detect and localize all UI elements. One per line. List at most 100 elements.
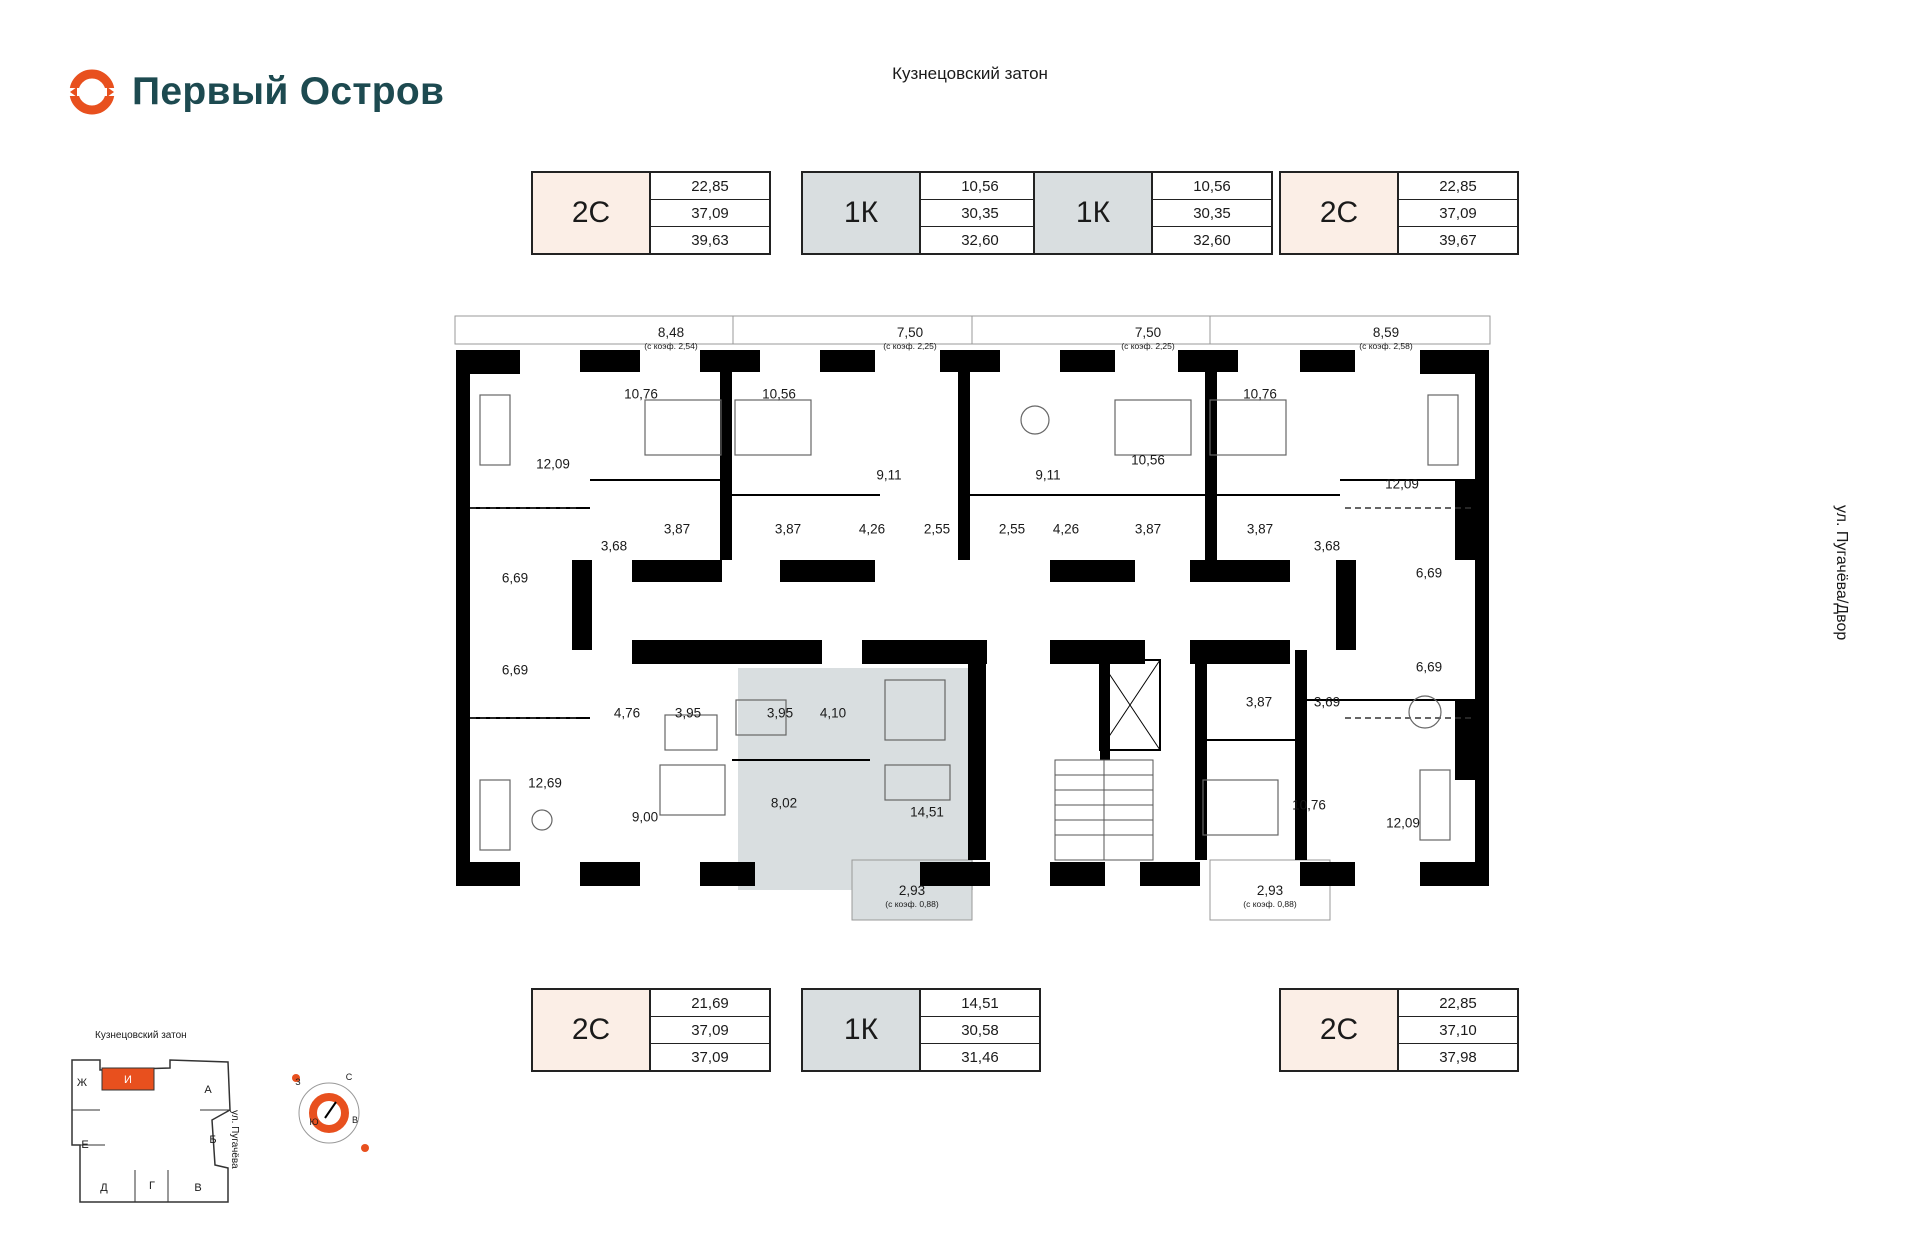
room-area: 10,76: [624, 386, 658, 402]
apartment-type: 2С: [533, 173, 651, 253]
key-plan: [71, 1059, 231, 1203]
key-section: А: [204, 1084, 212, 1096]
area-with-balcony: 32,60: [961, 231, 999, 249]
room-area: 6,69: [501, 662, 529, 678]
room-area: 3,69: [1313, 694, 1341, 710]
elevator-shaft: [1099, 659, 1161, 751]
balcony-area: 8,48: [657, 325, 685, 340]
key-section-active: И: [124, 1074, 132, 1086]
brand-ring-icon: [66, 69, 118, 115]
room-area: 3,68: [600, 538, 628, 554]
room-area: 2,55: [998, 521, 1026, 537]
area-with-balcony: 39,67: [1439, 231, 1477, 249]
area-with-balcony: 37,98: [1439, 1048, 1477, 1066]
total-area: 37,09: [1399, 200, 1517, 227]
room-area: 12,09: [1385, 476, 1419, 492]
balcony-area: 2,93: [898, 883, 926, 898]
room-area: 14,51: [910, 804, 944, 820]
room-area: 10,76: [1292, 797, 1326, 813]
living-area: 10,56: [921, 173, 1039, 200]
furniture: [479, 394, 1459, 851]
room-area: 10,56: [762, 386, 796, 402]
area-with-balcony: 31,46: [961, 1048, 999, 1066]
room-area: 10,56: [1131, 452, 1165, 468]
balcony-area: 2,93: [1256, 883, 1284, 898]
living-area: 22,85: [1399, 173, 1517, 200]
living-area: 14,51: [921, 990, 1039, 1017]
balcony-coef: (с коэф. 2,25): [883, 341, 937, 351]
compass-north: С: [345, 1072, 353, 1082]
area-with-balcony: 39,63: [691, 231, 729, 249]
room-area: 9,11: [876, 467, 902, 483]
balcony-label: 8,48(с коэф. 2,54): [644, 325, 697, 351]
total-area: 37,09: [651, 200, 769, 227]
balcony-coef: (с коэф. 2,25): [1121, 341, 1175, 351]
room-area: 3,87: [1134, 521, 1162, 537]
apartment-type: 1К: [1035, 173, 1153, 253]
key-plan-street: ул. Пугачёва: [229, 1110, 240, 1169]
room-area: 3,87: [774, 521, 802, 537]
room-area: 3,95: [674, 705, 702, 721]
compass-west: З: [295, 1077, 301, 1087]
area-with-balcony: 37,09: [691, 1048, 729, 1066]
room-area: 8,02: [770, 795, 798, 811]
room-area: 3,68: [1313, 538, 1341, 554]
room-area: 4,26: [1052, 521, 1080, 537]
room-area: 6,69: [1415, 659, 1443, 675]
total-area: 30,35: [921, 200, 1039, 227]
apartment-type: 2С: [533, 990, 651, 1070]
living-area: 21,69: [651, 990, 769, 1017]
total-area: 37,10: [1399, 1017, 1517, 1044]
total-area: 30,35: [1153, 200, 1271, 227]
top-street-label: Кузнецовский затон: [892, 64, 1048, 83]
balcony-area: 7,50: [896, 325, 924, 340]
area-with-balcony: 32,60: [1193, 231, 1231, 249]
room-area: 3,87: [663, 521, 691, 537]
key-plan-label: Кузнецовский затон: [95, 1030, 187, 1041]
room-area: 9,11: [1035, 467, 1061, 483]
key-section: Е: [81, 1139, 89, 1151]
room-area: 12,09: [536, 456, 570, 472]
room-area: 4,10: [819, 705, 847, 721]
room-area: 6,69: [501, 570, 529, 586]
key-plan-active-section: [101, 1067, 155, 1091]
balcony-area: 8,59: [1372, 325, 1400, 340]
room-area: 9,00: [631, 809, 659, 825]
compass-south: Ю: [309, 1117, 319, 1127]
compass-east: В: [351, 1115, 359, 1125]
living-area: 10,56: [1153, 173, 1271, 200]
balcony-coef: (с коэф. 2,54): [644, 341, 698, 351]
room-area: 3,87: [1246, 521, 1274, 537]
key-section: В: [194, 1182, 202, 1194]
balcony-coef: (с коэф. 2,58): [1359, 341, 1413, 351]
apartment-type: 2С: [1281, 173, 1399, 253]
total-area: 30,58: [921, 1017, 1039, 1044]
balcony-label: 2,93(с коэф. 0,88): [1243, 883, 1296, 909]
apartment-type: 1К: [803, 990, 921, 1070]
walls: [456, 350, 1489, 886]
key-section: Д: [100, 1182, 108, 1194]
balcony-coef: (с коэф. 0,88): [1243, 899, 1297, 909]
balcony-label: 7,50(с коэф. 2,25): [1121, 325, 1174, 351]
balcony-area: 7,50: [1134, 325, 1162, 340]
room-area: 2,55: [923, 521, 951, 537]
stairs: [1054, 759, 1154, 861]
room-area: 4,76: [613, 705, 641, 721]
key-section: Ж: [76, 1077, 88, 1089]
living-area: 22,85: [1399, 990, 1517, 1017]
bottom-balcony-outline: [1209, 859, 1331, 921]
balcony-label: 8,59(с коэф. 2,58): [1359, 325, 1412, 351]
total-area: 37,09: [651, 1017, 769, 1044]
living-area: 22,85: [651, 173, 769, 200]
balcony-coef: (с коэф. 0,88): [885, 899, 939, 909]
apartment-type: 1К: [803, 173, 921, 253]
brand-logo: Первый Остров: [66, 62, 444, 122]
